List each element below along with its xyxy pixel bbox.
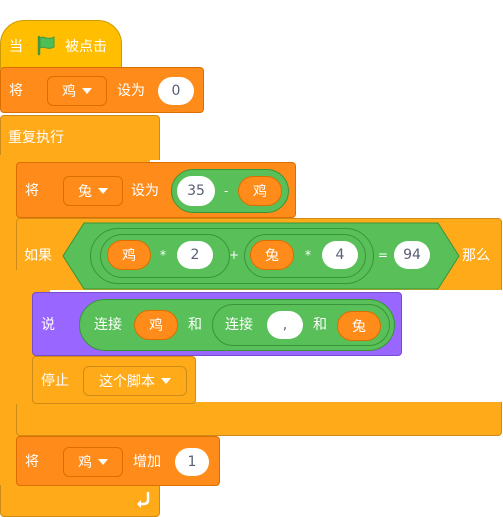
- stop-option-value: 这个脚本: [99, 374, 155, 390]
- stop-block[interactable]: 停止 这个脚本: [32, 356, 196, 404]
- set-label: 将: [9, 83, 23, 99]
- variable-dropdown[interactable]: 兔: [63, 176, 123, 206]
- say-block[interactable]: 说 连接 鸡 和 连接 , 和 兔: [32, 292, 402, 356]
- join-operator-1[interactable]: 连接 鸡 和 连接 , 和 兔: [79, 299, 395, 351]
- stop-label: 停止: [41, 373, 69, 389]
- times-symbol-2: *: [305, 248, 311, 262]
- set-to-label: 设为: [131, 183, 159, 199]
- chevron-down-icon: [161, 378, 171, 384]
- equals-symbol: =: [378, 248, 389, 262]
- variable-name: 鸡: [62, 84, 76, 100]
- variable-name: 兔: [78, 184, 92, 200]
- chevron-down-icon: [82, 88, 92, 94]
- chicken-variable[interactable]: 鸡: [238, 176, 282, 206]
- change-chicken-block[interactable]: 将 鸡 增加 1: [16, 436, 220, 486]
- multiplier-input-1[interactable]: 2: [177, 241, 213, 269]
- when-flag-clicked-block[interactable]: 当 被点击: [0, 20, 122, 72]
- join-label: 连接: [94, 317, 122, 333]
- forever-arm-strip: [0, 155, 16, 485]
- minuend-input[interactable]: 35: [177, 176, 215, 206]
- variable-name: 鸡: [78, 455, 92, 471]
- forever-label: 重复执行: [8, 130, 64, 146]
- chicken-variable[interactable]: 鸡: [134, 310, 178, 340]
- chevron-down-icon: [98, 459, 108, 465]
- hat-when-label: 当: [9, 39, 23, 55]
- hat-clicked-label: 被点击: [65, 39, 107, 55]
- join-label: 连接: [225, 317, 253, 333]
- variable-dropdown[interactable]: 鸡: [63, 447, 123, 477]
- plus-symbol: +: [229, 248, 240, 262]
- chevron-down-icon: [98, 188, 108, 194]
- set-chicken-block[interactable]: 将 鸡 设为 0: [0, 67, 204, 113]
- chicken-variable[interactable]: 鸡: [107, 240, 151, 270]
- change-by-label: 增加: [133, 454, 161, 470]
- comma-input[interactable]: ,: [267, 311, 303, 339]
- value-input[interactable]: 1: [175, 448, 209, 476]
- loop-arrow-icon: [134, 490, 152, 512]
- if-label: 如果: [24, 248, 52, 264]
- variable-dropdown[interactable]: 鸡: [47, 76, 107, 106]
- green-flag-icon: [35, 34, 57, 60]
- set-label: 将: [25, 183, 39, 199]
- times-symbol-1: *: [160, 248, 166, 262]
- value-input[interactable]: 0: [158, 77, 194, 105]
- rabbit-variable[interactable]: 兔: [250, 240, 294, 270]
- stop-option-dropdown[interactable]: 这个脚本: [83, 366, 187, 396]
- set-to-label: 设为: [117, 83, 145, 99]
- say-label: 说: [41, 317, 55, 333]
- rabbit-variable[interactable]: 兔: [337, 311, 381, 341]
- and-label: 和: [313, 317, 327, 333]
- minus-symbol: -: [224, 184, 229, 198]
- and-label: 和: [188, 317, 202, 333]
- then-label: 那么: [462, 248, 490, 264]
- join-operator-2[interactable]: 连接 , 和 兔: [212, 304, 390, 346]
- multiplier-input-2[interactable]: 4: [322, 241, 358, 269]
- set-rabbit-block[interactable]: 将 兔 设为 35 - 鸡: [16, 162, 296, 218]
- set-label: 将: [25, 454, 39, 470]
- target-input[interactable]: 94: [394, 241, 430, 269]
